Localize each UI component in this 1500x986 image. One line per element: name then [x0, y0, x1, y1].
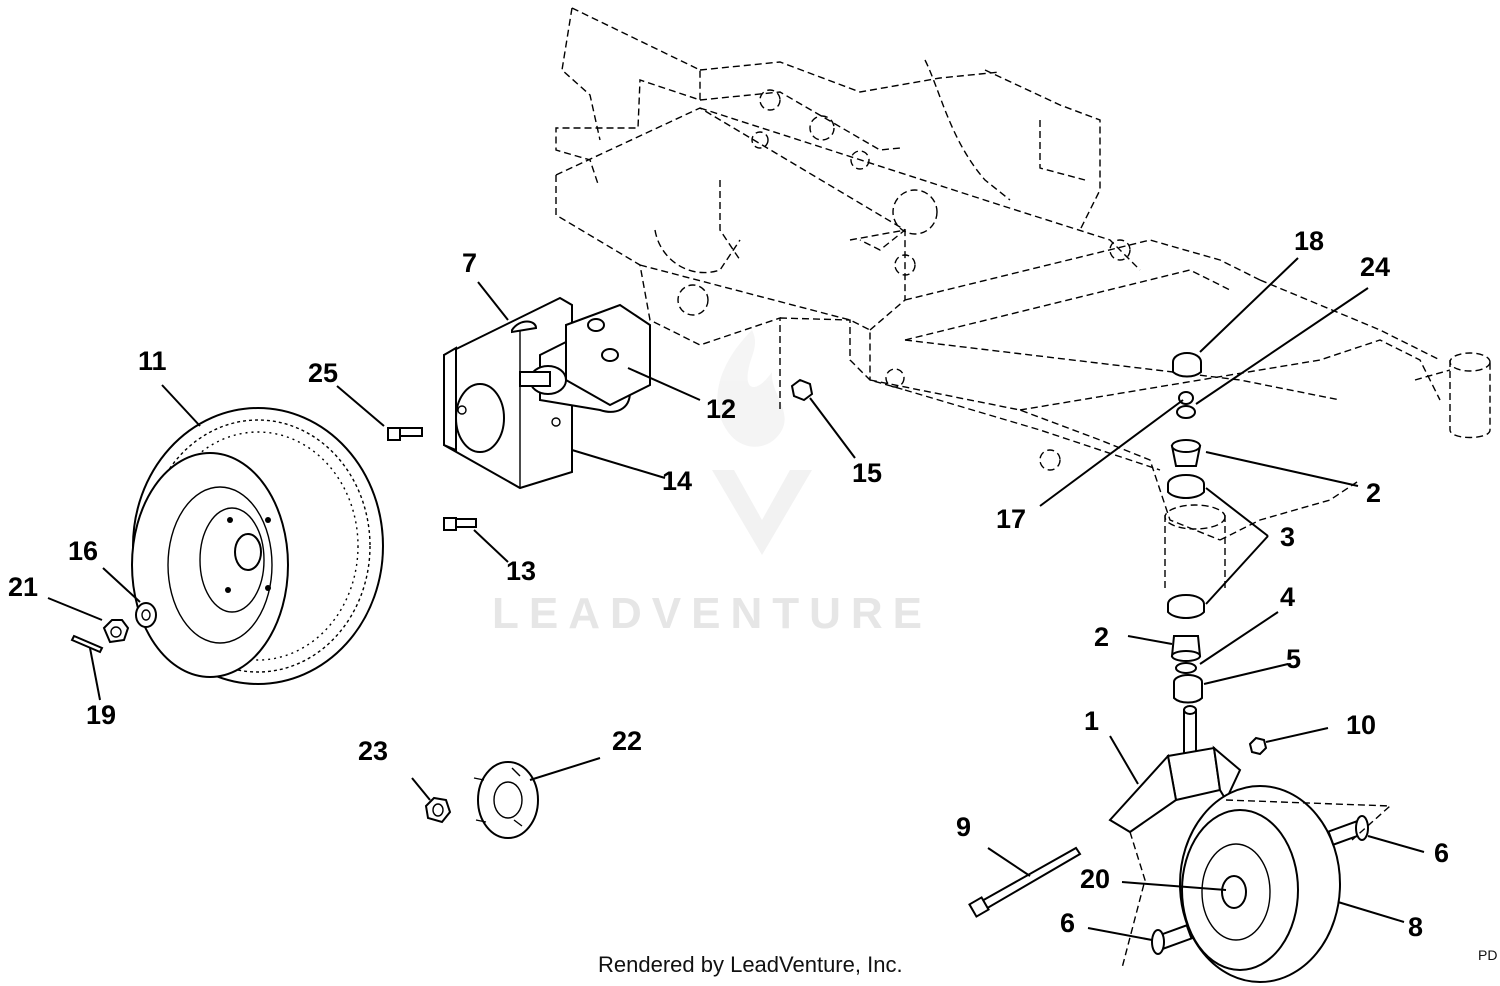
axle-spacer-right — [1327, 815, 1369, 846]
woodruff-key — [511, 320, 538, 334]
frame-nut — [790, 378, 814, 402]
mower-frame — [555, 7, 1491, 590]
callout-5: 5 — [1286, 644, 1301, 674]
fork-nut — [1248, 736, 1268, 756]
callout-21: 21 — [8, 572, 38, 602]
callout-1: 1 — [1084, 706, 1099, 736]
callout-13: 13 — [506, 556, 536, 586]
footer-credit: Rendered by LeadVenture, Inc. — [598, 952, 903, 977]
callout-9: 9 — [956, 812, 971, 842]
callout-11: 11 — [138, 346, 167, 376]
callout-19: 19 — [86, 700, 116, 730]
callout-6a: 6 — [1434, 838, 1449, 868]
axle-bolt — [968, 846, 1082, 918]
wheel-hub — [473, 761, 539, 839]
drive-wheel-tire — [131, 407, 384, 685]
cotter-pin — [70, 634, 104, 654]
watermark-logo — [712, 330, 812, 555]
callout-7: 7 — [462, 248, 477, 278]
callout-3: 3 — [1280, 522, 1295, 552]
bracket-bolt-upper — [387, 427, 423, 441]
spindle-washer — [1176, 405, 1196, 419]
taper-bearing-lower — [1170, 635, 1202, 662]
bracket-bolt-lower — [443, 517, 477, 531]
callout-6b: 6 — [1060, 908, 1075, 938]
callout-23: 23 — [358, 736, 388, 766]
bearing-cup-upper — [1167, 474, 1205, 499]
callout-22: 22 — [612, 726, 642, 756]
hydro-motor — [519, 303, 651, 413]
axle-spacer-left — [1151, 924, 1193, 955]
bearing-cup-lower — [1167, 594, 1205, 619]
callout-20: 20 — [1080, 864, 1110, 894]
callout-16: 16 — [68, 536, 98, 566]
callout-10: 10 — [1346, 710, 1376, 740]
callout-25: 25 — [308, 358, 338, 388]
callout-14: 14 — [662, 466, 692, 496]
hydro-motor-bracket — [443, 296, 573, 490]
hub-nut — [424, 796, 452, 824]
callout-15: 15 — [852, 458, 882, 488]
spacer-bushing — [1173, 674, 1203, 704]
seal-washer — [1175, 662, 1197, 674]
callout-4: 4 — [1280, 582, 1295, 612]
callout-12: 12 — [706, 394, 736, 424]
callout-2a: 2 — [1366, 478, 1381, 508]
callout-8: 8 — [1408, 912, 1423, 942]
corner-mark: PD — [1478, 947, 1497, 963]
caster-fork — [1108, 705, 1242, 834]
callouts: 11 16 21 19 25 7 12 14 13 15 18 24 17 2 … — [8, 226, 1449, 942]
watermark-text: LEADVENTURE — [492, 589, 932, 638]
dust-cap — [1172, 352, 1202, 378]
leader-lines — [47, 257, 1425, 941]
callout-24: 24 — [1360, 252, 1390, 282]
flat-washer — [135, 602, 157, 628]
callout-2b: 2 — [1094, 622, 1109, 652]
caster-wheel — [1179, 785, 1341, 983]
castle-nut — [102, 619, 130, 644]
callout-18: 18 — [1294, 226, 1324, 256]
taper-bearing-upper — [1170, 439, 1202, 467]
callout-17: 17 — [996, 504, 1026, 534]
